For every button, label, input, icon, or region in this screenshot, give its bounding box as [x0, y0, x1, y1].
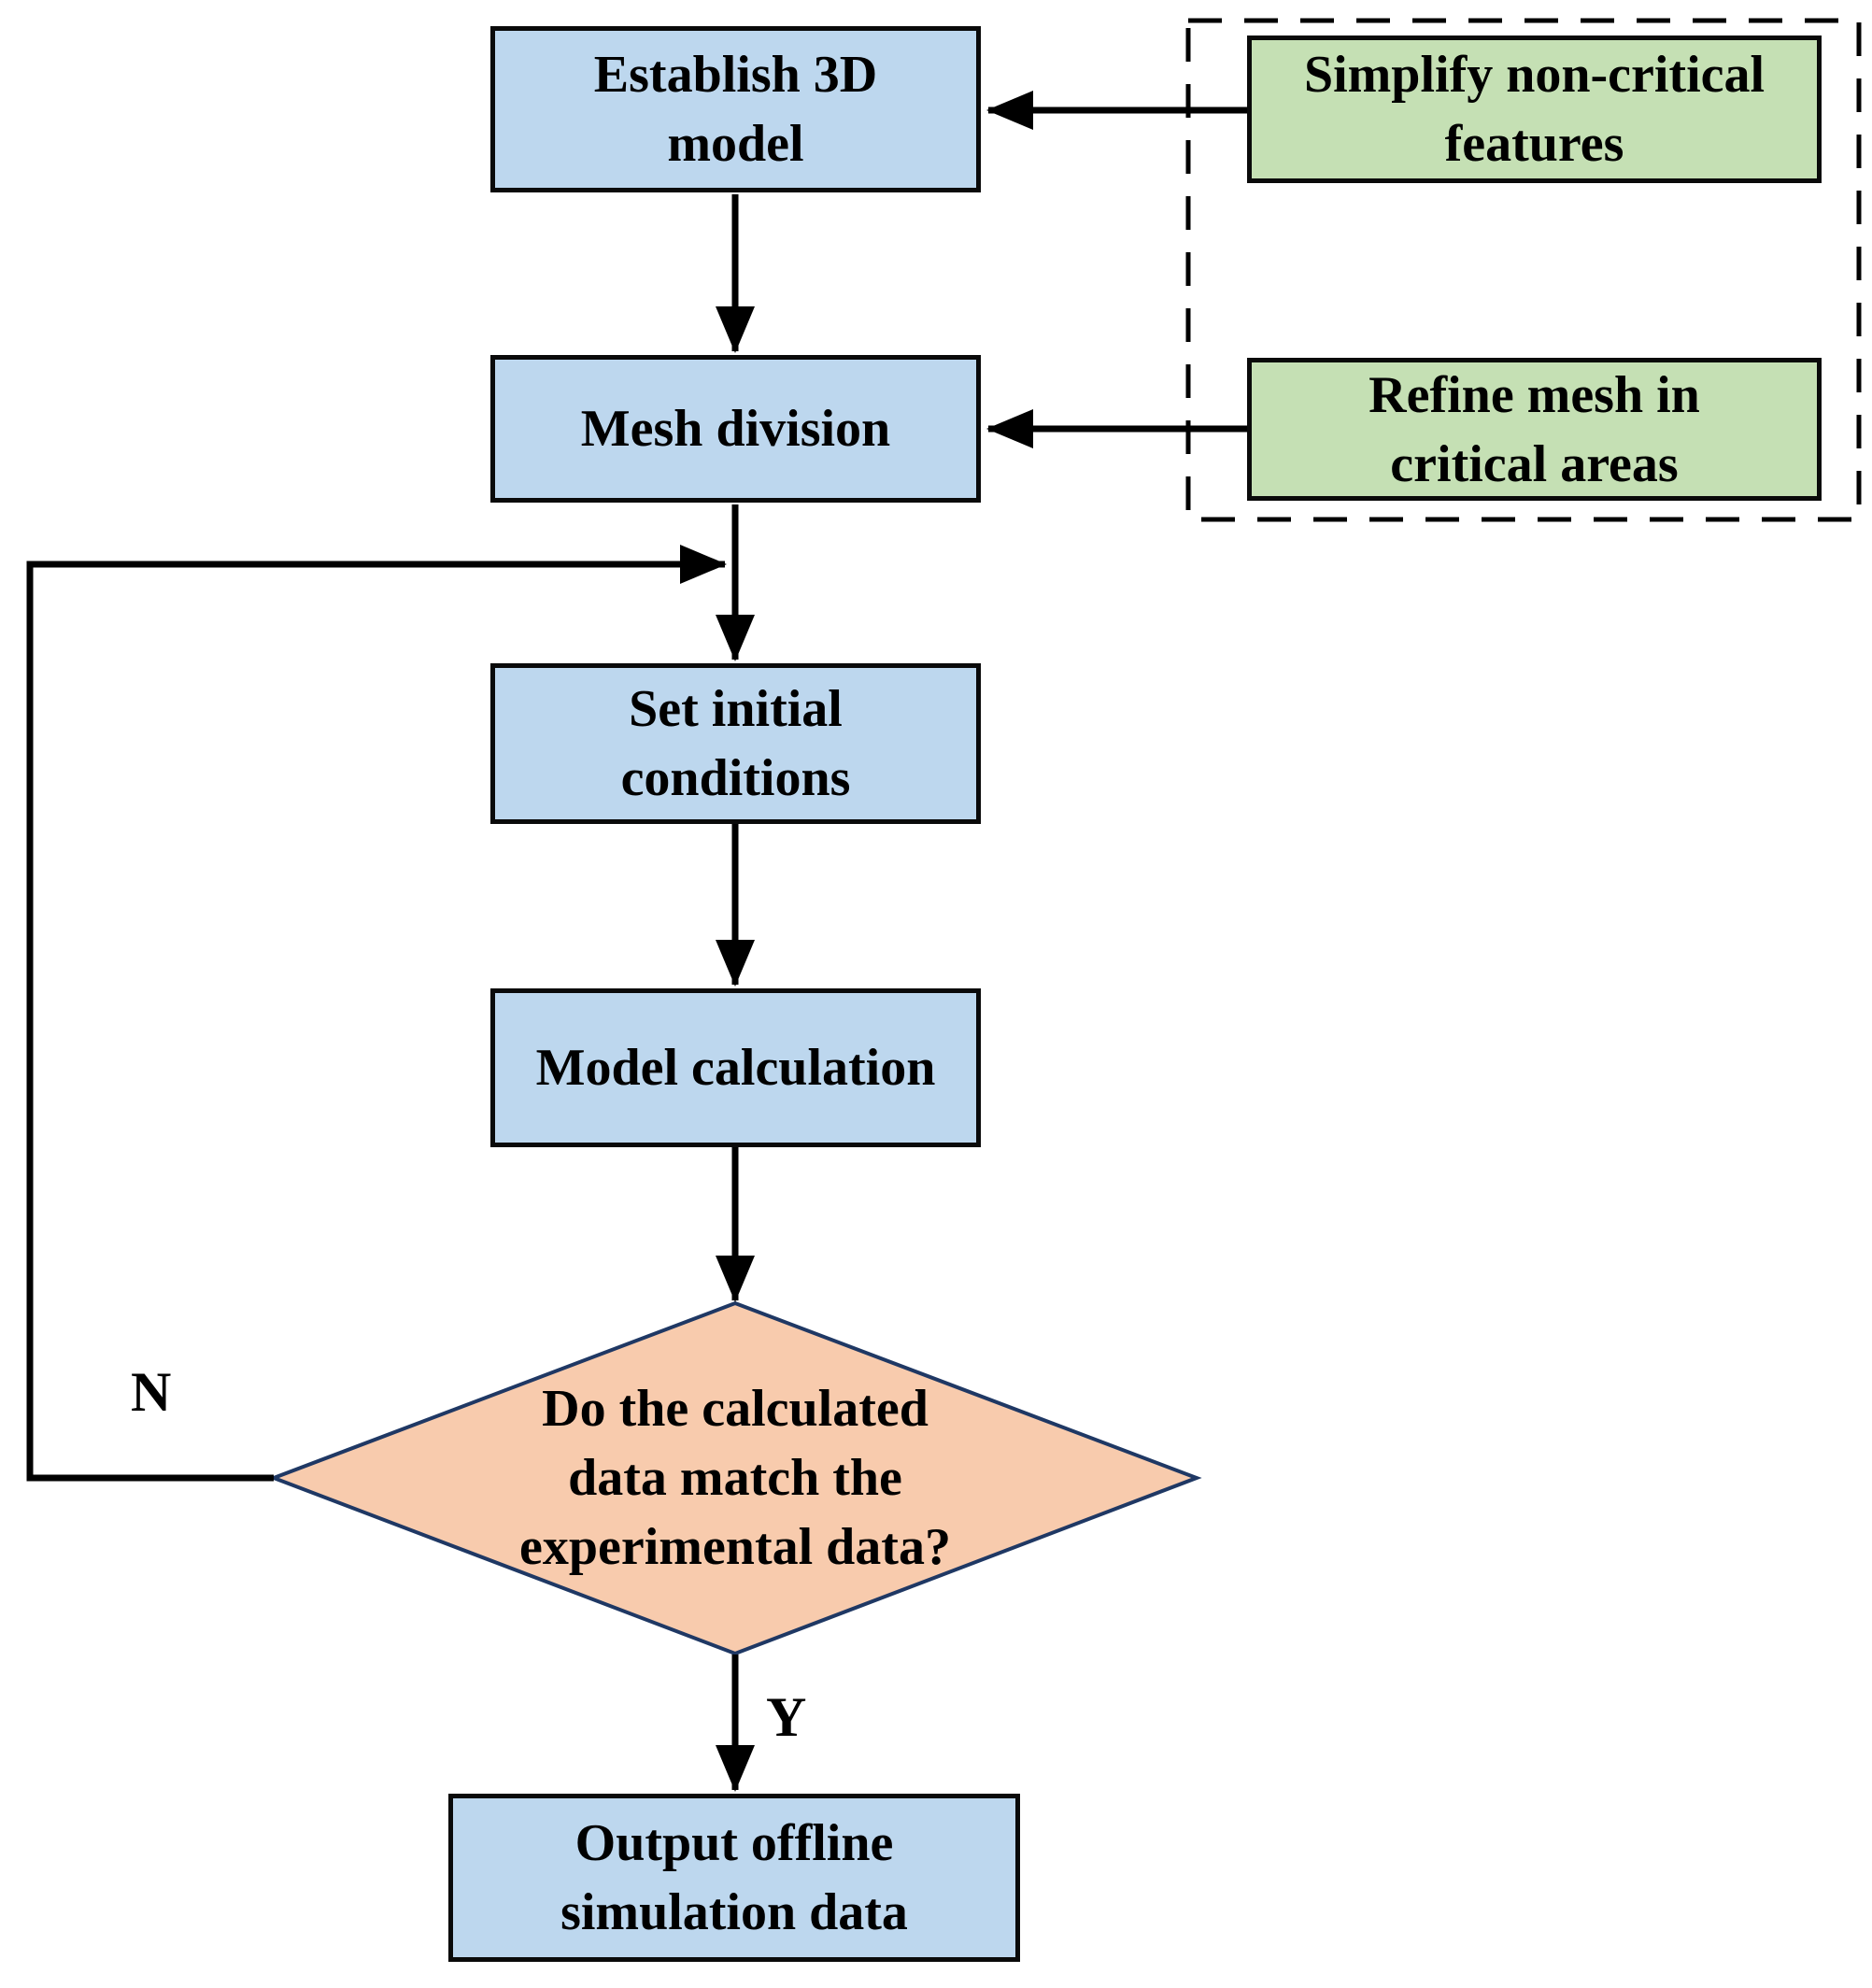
- node-mesh-division: Mesh division: [490, 355, 981, 503]
- dashed-group-frame: [1185, 18, 1862, 522]
- decision-label: Do the calculated data match the experim…: [362, 1364, 1109, 1592]
- setinitial-label-line2: conditions: [620, 749, 851, 807]
- establish-label-line2: model: [667, 115, 804, 173]
- edge-no-loop: [26, 545, 727, 1482]
- output-label-line1: Output offline: [574, 1814, 894, 1872]
- node-refine-mesh: Refine mesh in critical areas: [1247, 358, 1822, 501]
- establish-label-line1: Establish 3D: [593, 46, 878, 104]
- decision-label-line2: data match the: [568, 1449, 902, 1507]
- refine-label-line1: Refine mesh in: [1369, 365, 1700, 424]
- mesh-label-line1: Mesh division: [580, 400, 891, 458]
- simplify-label-line2: features: [1444, 115, 1624, 173]
- node-simplify-features: Simplify non-critical features: [1247, 36, 1822, 183]
- decision-label-line3: experimental data?: [519, 1518, 951, 1576]
- simplify-label-line1: Simplify non-critical: [1303, 46, 1766, 104]
- node-model-calculation: Model calculation: [490, 988, 981, 1147]
- edge-label-yes: Y: [766, 1686, 807, 1748]
- node-output-simulation-data: Output offline simulation data: [448, 1794, 1020, 1962]
- edge-label-no: N: [131, 1361, 172, 1423]
- setinitial-label-line1: Set initial: [629, 680, 843, 738]
- node-set-initial-conditions: Set initial conditions: [490, 663, 981, 824]
- output-label-line2: simulation data: [560, 1883, 908, 1941]
- modelcalc-label-line1: Model calculation: [535, 1039, 936, 1097]
- decision-diamond: [268, 1300, 1202, 1656]
- node-establish-3d-model: Establish 3D model: [490, 26, 981, 192]
- decision-label-line1: Do the calculated: [542, 1380, 929, 1438]
- refine-label-line2: critical areas: [1390, 434, 1679, 493]
